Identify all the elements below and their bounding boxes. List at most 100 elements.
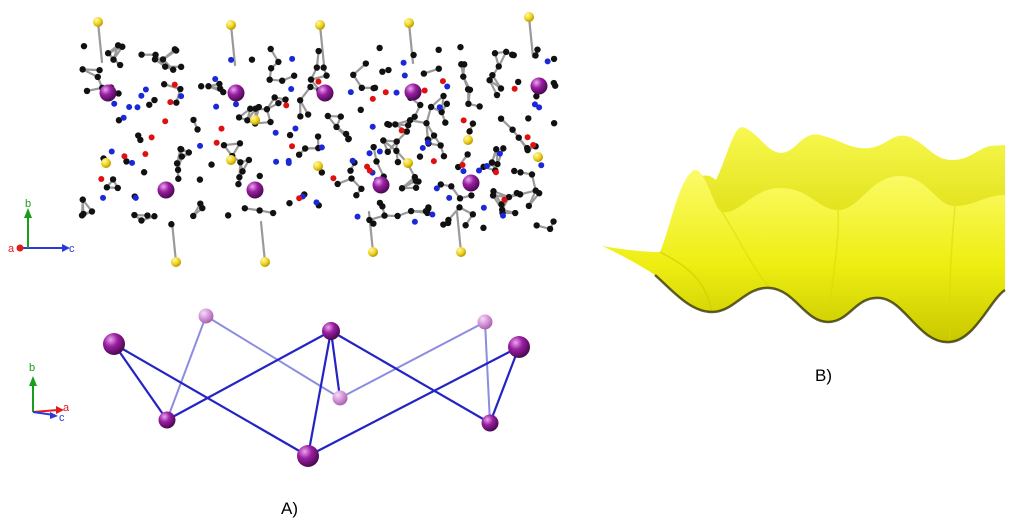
oxygen-atom (289, 143, 296, 150)
carbon-atom (220, 88, 227, 96)
carbon-atom (515, 78, 522, 86)
carbon-atom (528, 171, 536, 178)
oxygen-atom (492, 169, 499, 176)
oxygen-atom (430, 158, 437, 165)
nitrogen-atom (228, 56, 235, 63)
sulfur-atom (93, 17, 103, 27)
carbon-atom (266, 76, 273, 83)
carbon-atom (489, 192, 497, 199)
carbon-atom (304, 111, 312, 118)
sulfur-atom (403, 158, 413, 168)
carbon-atom (502, 48, 510, 56)
sulfur-atom (533, 152, 543, 162)
sulfur-atom (171, 257, 181, 267)
carbon-atom (159, 56, 167, 63)
carbon-atom (171, 46, 179, 53)
sulfur-atom (226, 20, 236, 30)
nitrogen-atom (500, 212, 507, 219)
carbon-atom (469, 211, 477, 218)
oxygen-atom (398, 127, 405, 134)
metal-node (508, 336, 530, 358)
carbon-atom (362, 60, 370, 67)
nitrogen-atom (429, 211, 436, 218)
carbon-atom (493, 146, 500, 153)
carbon-atom (236, 174, 243, 181)
carbon-atom (394, 212, 401, 220)
carbon-atom (144, 212, 151, 219)
carbon-atom (423, 120, 430, 127)
carbon-atom (476, 103, 483, 110)
carbon-atom (495, 63, 502, 70)
carbon-atom (196, 176, 204, 183)
carbon-atom (435, 65, 442, 72)
nitrogen-atom (369, 123, 376, 130)
carbon-atom (178, 153, 186, 160)
carbon-atom (123, 158, 130, 165)
nitrogen-atom (134, 104, 141, 111)
carbon-atom (533, 93, 540, 100)
nitrogen-atom (142, 86, 149, 93)
carbon-atom (412, 177, 419, 184)
nitrogen-atom (496, 150, 503, 157)
sulfur-atom (456, 247, 466, 257)
nitrogen-atom (108, 148, 115, 155)
carbon-atom (509, 126, 516, 133)
carbon-atom (448, 183, 455, 190)
carbon-atom (175, 175, 182, 182)
sulfur-atom (524, 12, 534, 22)
carbon-atom (104, 50, 112, 57)
nitrogen-atom (483, 162, 490, 169)
metal-node (297, 445, 319, 467)
carbon-atom (177, 63, 185, 71)
carbon-atom (464, 86, 472, 93)
axis-label-b: b (29, 362, 35, 374)
carbon-atom (525, 202, 533, 210)
a-axis-arrowhead (56, 406, 64, 414)
carbon-atom (456, 195, 464, 202)
carbon-atom (456, 204, 463, 211)
carbon-atom (307, 76, 315, 83)
carbon-atom (384, 120, 391, 128)
carbon-atom (392, 121, 399, 128)
oxygen-atom (296, 195, 303, 202)
nitrogen-atom (460, 168, 467, 175)
metal-node (158, 411, 176, 429)
carbon-atom (350, 71, 357, 79)
metal-atom (227, 84, 245, 102)
nitrogen-atom (544, 58, 551, 65)
carbon-atom (353, 192, 360, 199)
oxygen-atom (142, 151, 149, 158)
carbon-atom (119, 43, 126, 50)
carbon-atom (297, 113, 304, 120)
carbon-atom (307, 83, 314, 91)
nitrogen-atom (100, 194, 107, 201)
carbon-atom (190, 212, 197, 220)
carbon-atom (468, 192, 475, 199)
metal-atom (316, 84, 334, 102)
nitrogen-atom (376, 148, 383, 155)
oxygen-atom (524, 134, 531, 141)
carbon-atom (393, 147, 400, 155)
oxygen-atom (213, 139, 220, 146)
carbon-atom (248, 56, 256, 63)
panel-label-b: B) (815, 366, 832, 385)
oxygen-atom (218, 125, 225, 132)
carbon-atom (275, 58, 282, 66)
oxygen-atom (530, 141, 537, 148)
carbon-atom (440, 92, 447, 100)
carbon-atom (406, 117, 414, 124)
carbon-atom (138, 51, 145, 58)
carbon-atom (334, 180, 341, 188)
metal-node (322, 322, 340, 340)
nitrogen-atom (354, 213, 361, 220)
carbon-atom (442, 119, 449, 126)
carbon-atom (313, 64, 321, 71)
carbon-atom (435, 46, 442, 54)
carbon-atom (314, 133, 322, 140)
carbon-atom (342, 130, 350, 138)
nitrogen-atom (289, 55, 296, 62)
nitrogen-atom (126, 104, 133, 111)
carbon-atom (135, 132, 142, 139)
oxygen-atom (364, 163, 371, 170)
